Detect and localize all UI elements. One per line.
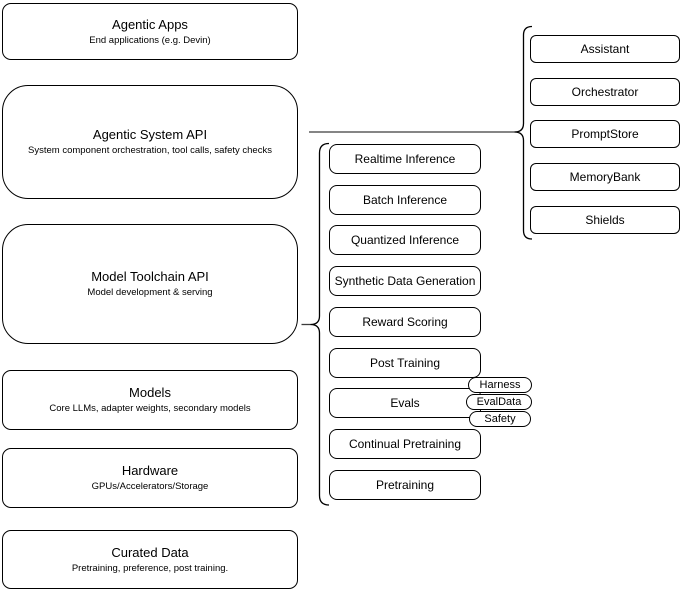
box-curated-data: Curated Data Pretraining, preference, po…	[2, 530, 298, 589]
box-orchestrator: Orchestrator	[530, 78, 680, 106]
box-agentic-apps: Agentic Apps End applications (e.g. Devi…	[2, 3, 298, 60]
box-title: Model Toolchain API	[91, 269, 209, 284]
box-label: Realtime Inference	[354, 152, 456, 166]
box-reward-scoring: Reward Scoring	[329, 307, 481, 337]
box-label: Synthetic Data Generation	[334, 274, 476, 288]
box-promptstore: PromptStore	[530, 120, 680, 148]
box-subtitle: End applications (e.g. Devin)	[89, 34, 211, 46]
box-post-training: Post Training	[329, 348, 481, 378]
box-realtime-inference: Realtime Inference	[329, 144, 481, 174]
box-memorybank: MemoryBank	[530, 163, 680, 191]
box-label: Pretraining	[375, 478, 435, 492]
tag-label: EvalData	[476, 396, 522, 408]
tag-evaldata: EvalData	[466, 394, 532, 410]
box-subtitle: Core LLMs, adapter weights, secondary mo…	[49, 403, 251, 414]
box-title: Models	[129, 385, 171, 400]
box-label: Evals	[390, 396, 420, 410]
tag-label: Harness	[479, 379, 521, 391]
box-label: Orchestrator	[571, 85, 639, 99]
box-title: Agentic System API	[92, 127, 208, 142]
box-models: Models Core LLMs, adapter weights, secon…	[2, 370, 298, 430]
tag-label: Safety	[484, 413, 516, 425]
toolchain-bracket	[310, 142, 330, 506]
box-subtitle: System component orchestration, tool cal…	[28, 145, 272, 156]
box-subtitle: Pretraining, preference, post training.	[71, 562, 229, 574]
box-subtitle: Model development & serving	[87, 287, 213, 298]
box-assistant: Assistant	[530, 35, 680, 63]
tag-harness: Harness	[468, 377, 532, 393]
box-label: MemoryBank	[569, 170, 641, 184]
box-shields: Shields	[530, 206, 680, 234]
box-evals: Evals	[329, 388, 481, 418]
box-model-toolchain-api: Model Toolchain API Model development & …	[2, 224, 298, 344]
box-pretraining: Pretraining	[329, 470, 481, 500]
box-label: PromptStore	[571, 127, 639, 141]
box-continual-pretraining: Continual Pretraining	[329, 429, 481, 459]
box-label: Post Training	[369, 356, 441, 370]
box-subtitle: GPUs/Accelerators/Storage	[91, 481, 209, 492]
box-label: Reward Scoring	[362, 315, 448, 329]
box-agentic-system-api: Agentic System API System component orch…	[2, 85, 298, 199]
box-title: Agentic Apps	[112, 16, 188, 32]
box-label: Assistant	[580, 42, 630, 56]
box-synthetic-data-generation: Synthetic Data Generation	[329, 266, 481, 296]
box-label: Continual Pretraining	[348, 437, 462, 451]
box-hardware: Hardware GPUs/Accelerators/Storage	[2, 448, 298, 508]
box-label: Shields	[585, 213, 625, 227]
box-quantized-inference: Quantized Inference	[329, 225, 481, 255]
box-title: Hardware	[121, 463, 179, 478]
box-batch-inference: Batch Inference	[329, 185, 481, 215]
box-label: Batch Inference	[362, 193, 448, 207]
box-label: Quantized Inference	[350, 233, 460, 247]
tag-safety: Safety	[469, 411, 531, 427]
box-title: Curated Data	[111, 544, 189, 560]
